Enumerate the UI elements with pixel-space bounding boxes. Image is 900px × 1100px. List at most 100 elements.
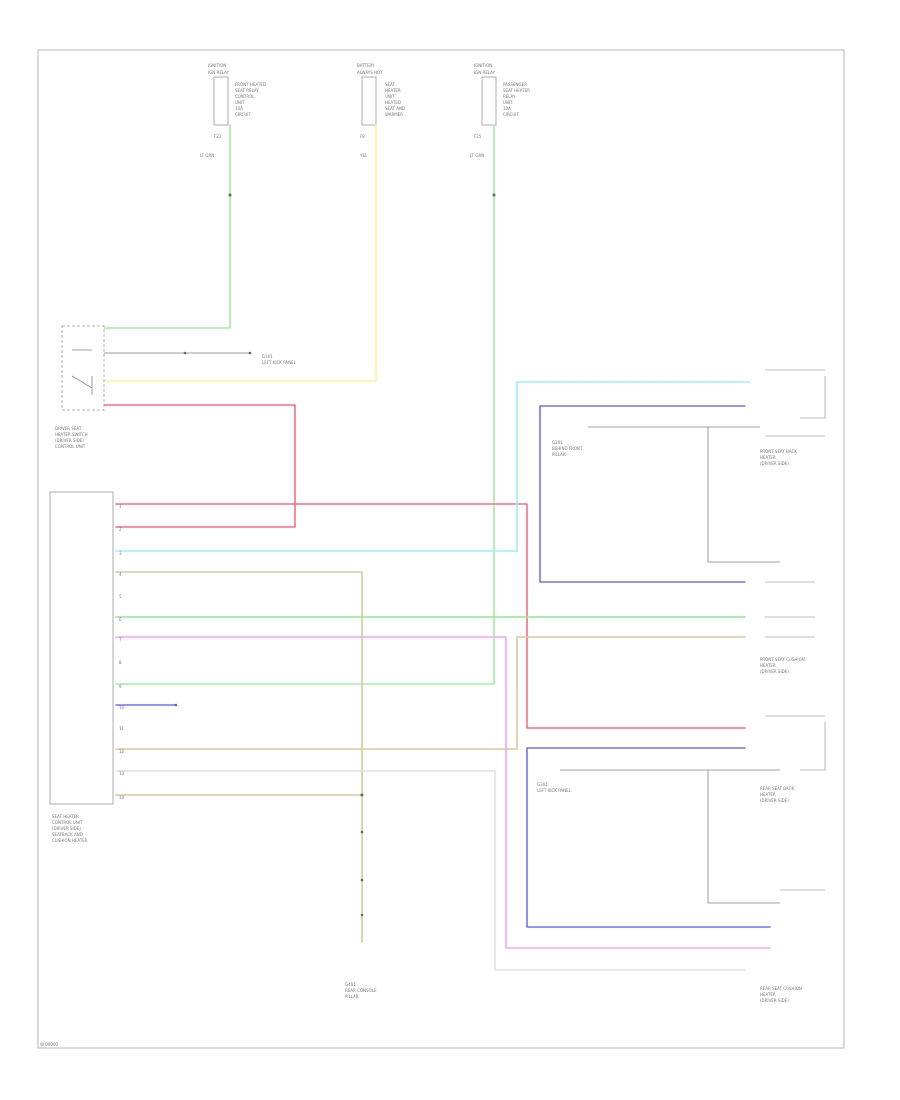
fuse-2-note: SEAT [385,82,395,87]
ecu-label-5: CUSHION HEATER [52,838,88,843]
ground-1-label-2: LEFT KICK PANEL [262,360,297,365]
front-cushion-heater: FRONT SEAT CUSHION HEATER (DRIVER SIDE) [760,581,815,674]
fuse-2-sub: ALWAYS HOT [357,70,383,75]
rear-seatback-heater: REAR SEAT BACK HEATER (DRIVER SIDE) [760,715,826,803]
rr-cushion-label-1: REAR SEAT CUSHION [760,986,802,991]
fuse-2-note: SEAT AND [385,106,405,111]
fuse-2-pin: F8 [360,134,365,139]
wire-yellow [103,124,377,382]
fuse-3-note: 10A [503,106,511,111]
fuse-block-1: IGNITION IGN RELAY FRONT HEATED SEAT REL… [200,63,266,158]
wire-red-1 [103,404,296,528]
fuse-3-note: PASSENGER [503,82,527,87]
fr-cushion-label-1: FRONT SEAT CUSHION [760,657,805,662]
fuse-1-pin: F22 [214,134,222,139]
seat-heater-control-unit: 1 2 3 4 5 6 7 8 9 10 11 12 13 14 SEAT HE… [49,491,125,843]
rear-cushion-heater: REAR SEAT CUSHION HEATER (DRIVER SIDE) [760,889,825,1003]
fuse-3-note: SEAT HEATER [503,88,530,93]
seat-heater-switch: DRIVER SEAT HEATER SWITCH (DRIVER SIDE) … [55,325,105,449]
ecu-pin: 10 [119,705,125,710]
ecu-pin: 13 [119,771,125,776]
ground-2-label-3: PILLAR [552,452,566,457]
fuse-2-note: WARMER [385,112,403,117]
wire-cyan [115,381,751,552]
ecu-pin: 11 [119,726,125,731]
ecu-pin: 2 [119,527,122,532]
fuse-2-note: HEATER [385,88,401,93]
wire-heater-ground-2 [707,427,780,563]
ground-3-label-2: LEFT KICK PANEL [537,788,572,793]
fuse-1-header: IGNITION [208,63,226,68]
fuse-1-note: FRONT HEATED [235,82,266,87]
ecu-pin: 14 [119,795,125,800]
fuse-block-2: BATTERY ALWAYS HOT SEAT HEATER UNIT HEAT… [357,63,405,158]
ground-2-label-1: G201 [552,440,563,445]
fr-seatback-label-2: HEATER [760,455,776,460]
ground-4-label-1: G401 [345,982,356,987]
fuse-3-note: CIRCUIT [503,112,519,117]
fuse-3-sub: IGN RELAY [474,70,496,75]
fr-seatback-label-3: (DRIVER SIDE) [760,461,789,466]
fuse-3-note: RELAY [503,94,516,99]
rr-seatback-label-2: HEATER [760,792,776,797]
fr-cushion-label-2: HEATER [760,663,776,668]
ecu-pin: 9 [119,684,122,689]
switch-label-1: DRIVER SEAT [55,426,82,431]
fuse-3-header: IGNITION [474,63,492,68]
wire-tan-3 [115,636,746,750]
ecu-label-1: SEAT HEATER [52,814,79,819]
fuse-1-note: SEAT RELAY [235,88,259,93]
wire-pink [115,636,771,949]
wire-heater-ground-4 [707,770,780,904]
ground-4-label-3: PILLAR [345,994,359,999]
wire-blue-2 [526,747,771,928]
ground-1-label-1: G101 [262,354,273,359]
fuse-3-wire: LT GRN [470,153,484,158]
switch-label-3: (DRIVER SIDE) [55,438,84,443]
ecu-label-2: CONTROL UNIT [52,820,83,825]
rr-seatback-label-1: REAR SEAT BACK [760,786,795,791]
ecu-label-3: (DRIVER SIDE) [52,826,81,831]
fuse-2-note: HEATED [385,100,401,105]
switch-label-2: HEATER SWITCH [55,432,88,437]
rr-seatback-label-3: (DRIVER SIDE) [760,798,789,803]
switch-label-4: CONTROL UNIT [55,444,86,449]
ground-4-label-2: REAR CONSOLE [345,988,377,993]
fuse-1-note: CIRCUIT [235,112,251,117]
ecu-pin: 3 [119,551,122,556]
ecu-pin: 7 [119,637,122,642]
ecu-pin: 1 [119,504,122,509]
wire-lt-green-2 [115,124,495,685]
wire-tan-1 [115,571,363,943]
fuse-2-note: UNIT [385,94,395,99]
wire-red-2 [115,503,746,729]
fuse-3-pin: F25 [474,134,482,139]
footer-code: W-00000 [40,1042,58,1047]
ecu-pin: 8 [119,660,122,665]
wire-blue-1 [539,405,746,583]
front-seatback-heater: FRONT SEAT BACK HEATER (DRIVER SIDE) [760,369,826,466]
fuse-block-3: IGNITION IGN RELAY PASSENGER SEAT HEATER… [470,63,530,158]
fr-seatback-label-1: FRONT SEAT BACK [760,449,797,454]
wire-lt-green-1 [103,124,231,329]
ecu-pin: 4 [119,572,122,577]
ground-2-label-2: BEHIND FRONT [552,446,583,451]
ecu-pin: 12 [119,749,125,754]
diagram-frame [37,49,845,1049]
rr-cushion-label-3: (DRIVER SIDE) [760,998,789,1003]
ecu-label-4: SEATBACK AND [52,832,83,837]
ground-3-label-1: G301 [537,782,548,787]
ecu-pin: 5 [119,594,122,599]
rr-cushion-label-2: HEATER [760,992,776,997]
fuse-1-note: UNIT [235,100,245,105]
fr-cushion-label-3: (DRIVER SIDE) [760,669,789,674]
fuse-2-wire: YEL [359,153,368,158]
fuse-1-wire: LT GRN [200,153,214,158]
fuse-3-note: UNIT [503,100,513,105]
ecu-pin: 6 [119,617,122,622]
fuse-2-header: BATTERY [357,63,375,68]
fuse-1-sub: IGN RELAY [208,70,230,75]
fuse-1-note: CONTROL [235,94,255,99]
wire-light-gray-1 [116,770,745,971]
